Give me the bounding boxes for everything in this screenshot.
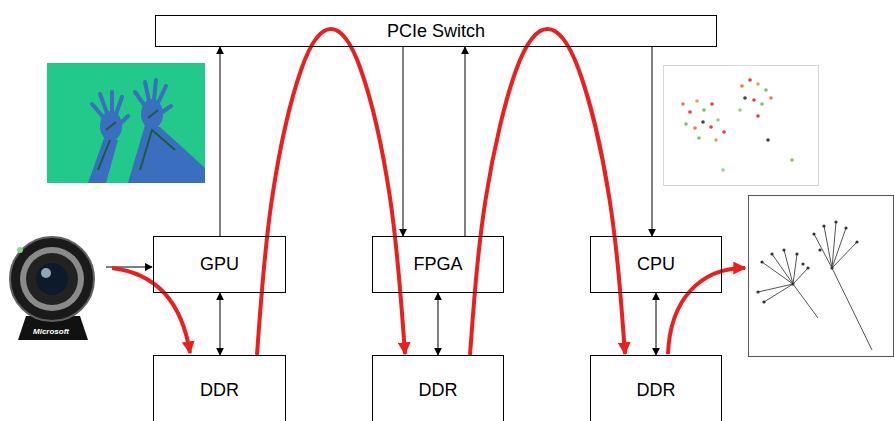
bus-box: PCIe Switch — [155, 15, 717, 47]
bus-arrow — [403, 47, 404, 236]
processor-box: CPU — [590, 236, 722, 293]
box-label: FPGA — [413, 254, 462, 275]
box-label: DDR — [637, 380, 676, 401]
processor-box: FPGA — [372, 236, 504, 293]
box-label: CPU — [637, 254, 675, 275]
memory-box: DDR — [153, 355, 286, 421]
box-label: GPU — [200, 254, 239, 275]
segmentation-image — [47, 63, 205, 183]
dataflow-arrow — [112, 268, 190, 353]
box-label: DDR — [419, 380, 458, 401]
memory-box: DDR — [372, 355, 504, 421]
webcam-picture — [10, 237, 94, 340]
bus-arrow — [220, 293, 221, 355]
dataflow-arrow — [668, 268, 745, 354]
memory-box: DDR — [590, 355, 722, 421]
bus-arrow — [465, 47, 466, 236]
box-label: DDR — [200, 380, 239, 401]
bus-arrow — [652, 47, 653, 236]
dataflow-arrow — [470, 29, 625, 355]
dataflow-arrow — [257, 29, 405, 355]
box-label: PCIe Switch — [387, 21, 485, 42]
keypoint-image — [664, 66, 819, 186]
bus-arrow — [656, 293, 657, 355]
bus-arrow — [220, 47, 221, 236]
brand-logo: Microsoft — [33, 327, 69, 336]
bus-arrow — [438, 293, 439, 355]
processor-box: GPU — [153, 236, 286, 293]
skeleton-image — [749, 196, 894, 357]
